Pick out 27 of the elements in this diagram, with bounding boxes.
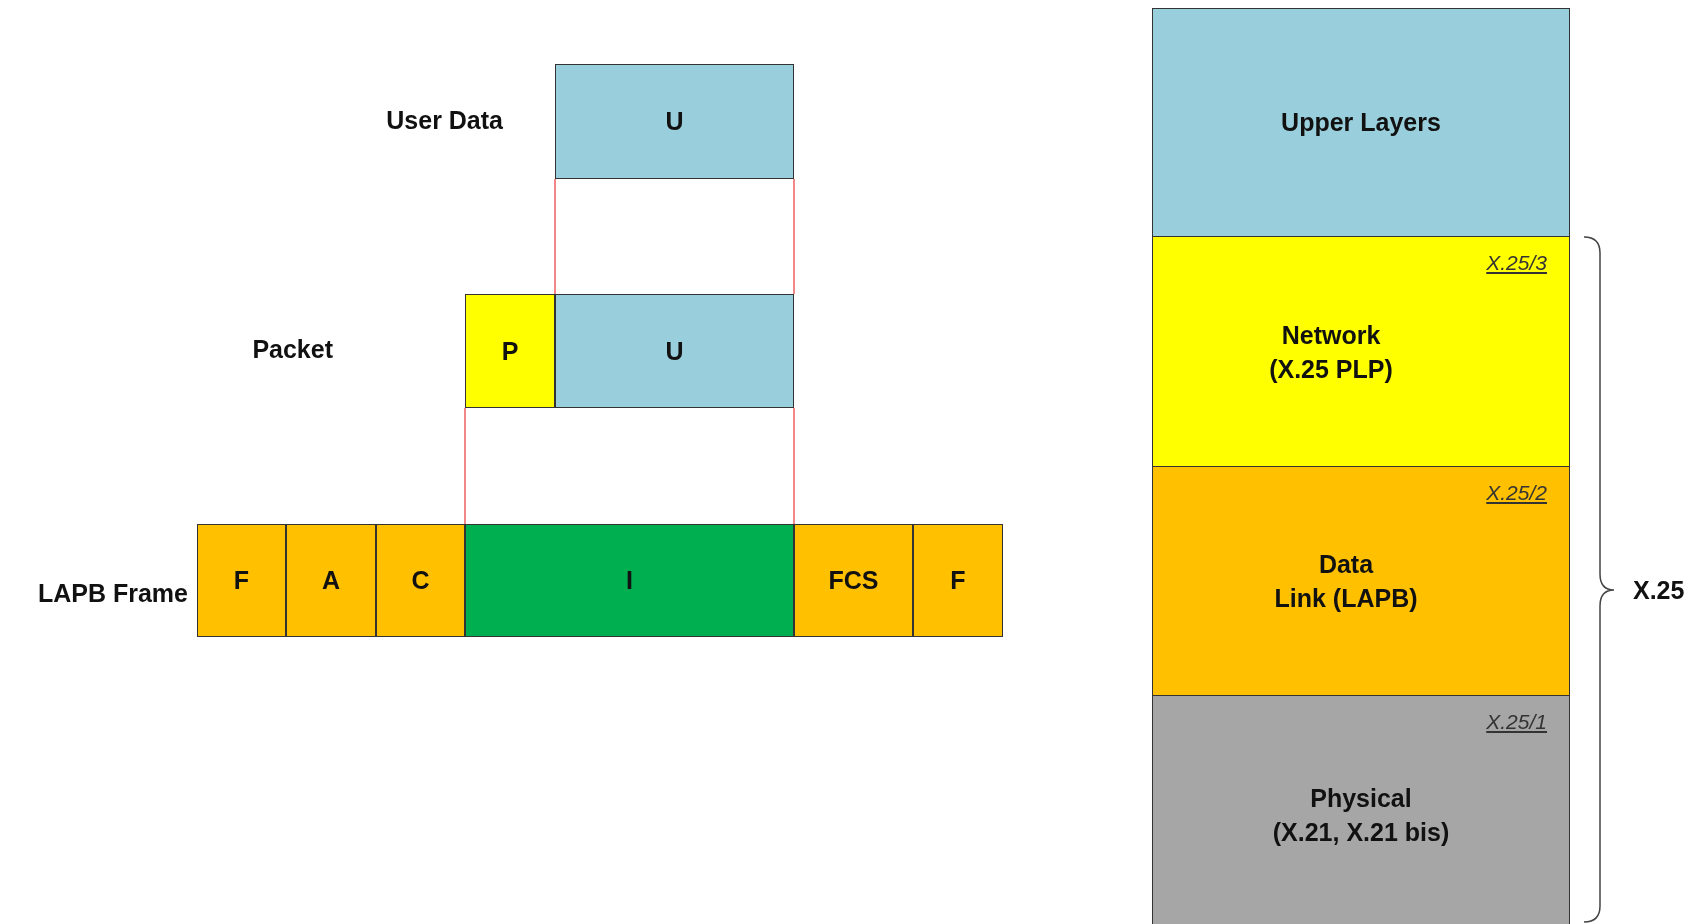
checksum-field-box: FCS (794, 524, 913, 637)
layer-tag: X.25/3 (1486, 251, 1547, 275)
information-field-box: I (465, 524, 794, 637)
data-field-box: U (555, 64, 794, 179)
group-label: X.25 (1633, 575, 1685, 605)
flag-field-box: F (197, 524, 286, 637)
control-field-box: C (376, 524, 465, 637)
flag-field-box: F (913, 524, 1003, 637)
connector-line (464, 407, 466, 525)
layer-band: Upper Layers (1152, 8, 1570, 237)
layer-band (1152, 466, 1570, 696)
layer-band (1152, 236, 1570, 467)
connector-line (554, 178, 556, 295)
row-label: User Data (386, 105, 503, 135)
layer-name: Data Link (LAPB) (1274, 549, 1418, 614)
layer-tag: X.25/2 (1486, 481, 1547, 505)
address-field-box: A (286, 524, 376, 637)
layer-band (1152, 695, 1570, 924)
connector-line (793, 407, 795, 525)
data-field-box: U (555, 294, 794, 408)
layer-tag: X.25/1 (1486, 710, 1547, 734)
row-label: LAPB Frame (37, 578, 188, 608)
header-field-box: P (465, 294, 555, 408)
row-label: Packet (252, 334, 333, 364)
layer-name: Network (X.25 PLP) (1269, 319, 1393, 385)
layer-name: Physical (X.21, X.21 bis) (1272, 783, 1450, 848)
connector-line (793, 178, 795, 295)
